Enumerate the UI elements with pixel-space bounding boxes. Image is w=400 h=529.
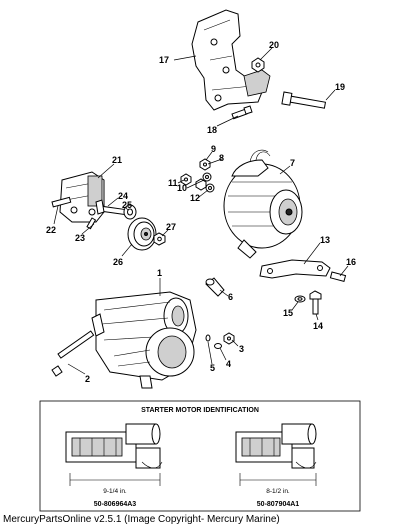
bolt-19 xyxy=(281,91,327,109)
part-number-right: 50-807904A1 xyxy=(257,501,300,508)
callout-24: 24 xyxy=(118,191,128,201)
callout-9: 9 xyxy=(211,144,216,154)
callout-10: 10 xyxy=(177,183,187,193)
spacer-25 xyxy=(123,204,137,220)
callout-3: 3 xyxy=(239,344,244,354)
callout-23: 23 xyxy=(75,233,85,243)
alternator-mount-bracket xyxy=(191,9,271,111)
callout-25: 25 xyxy=(122,200,132,210)
copyright-footer: MercuryPartsOnline v2.5.1 (Image Copyrig… xyxy=(3,514,280,525)
callout-labels: 1 2 3 4 5 6 7 8 9 10 11 12 13 14 15 16 1… xyxy=(46,40,356,384)
dimension-left: 9-1/4 in. xyxy=(103,488,127,495)
callout-1: 1 xyxy=(157,268,162,278)
callout-4: 4 xyxy=(226,359,231,369)
dimension-right: 8-1/2 in. xyxy=(266,488,290,495)
nut-20 xyxy=(251,57,265,73)
idler-bracket xyxy=(59,171,105,223)
callout-13: 13 xyxy=(320,235,330,245)
alternator-brace xyxy=(259,259,331,279)
callout-2: 2 xyxy=(85,374,90,384)
callout-7: 7 xyxy=(290,158,295,168)
callout-16: 16 xyxy=(346,257,356,267)
terminal-6 xyxy=(205,277,225,297)
starter-illustration-right xyxy=(235,423,317,486)
callout-12: 12 xyxy=(190,193,200,203)
bolt-14 xyxy=(309,290,322,315)
callout-26: 26 xyxy=(113,257,123,267)
callout-18: 18 xyxy=(207,125,217,135)
callout-21: 21 xyxy=(112,155,122,165)
starter-motor xyxy=(91,291,197,389)
hardware-8-12 xyxy=(180,158,215,193)
bolt-22 xyxy=(51,196,72,208)
starter-illustration-left xyxy=(65,423,163,486)
callout-15: 15 xyxy=(283,308,293,318)
bolt-16 xyxy=(329,271,347,283)
screw-23 xyxy=(86,217,97,230)
callout-11: 11 xyxy=(168,178,178,188)
part-number-left: 50-806964A3 xyxy=(94,501,137,508)
leader-lines xyxy=(53,47,349,375)
stud-18 xyxy=(231,105,253,120)
callout-17: 17 xyxy=(159,55,169,65)
hardware-3-5 xyxy=(205,332,235,349)
callout-14: 14 xyxy=(313,321,323,331)
callout-8: 8 xyxy=(219,153,224,163)
idler-pulley-26 xyxy=(127,217,157,251)
washer-15 xyxy=(294,295,306,303)
alternator xyxy=(223,149,303,259)
identification-title: STARTER MOTOR IDENTIFICATION xyxy=(141,407,259,414)
callout-20: 20 xyxy=(269,40,279,50)
callout-6: 6 xyxy=(228,292,233,302)
callout-19: 19 xyxy=(335,82,345,92)
callout-22: 22 xyxy=(46,225,56,235)
callout-5: 5 xyxy=(210,363,215,373)
bolt-2 xyxy=(51,330,95,377)
callout-27: 27 xyxy=(166,222,176,232)
starter-identification-box: STARTER MOTOR IDENTIFICATION 9-1/4 in. 5… xyxy=(39,400,361,512)
